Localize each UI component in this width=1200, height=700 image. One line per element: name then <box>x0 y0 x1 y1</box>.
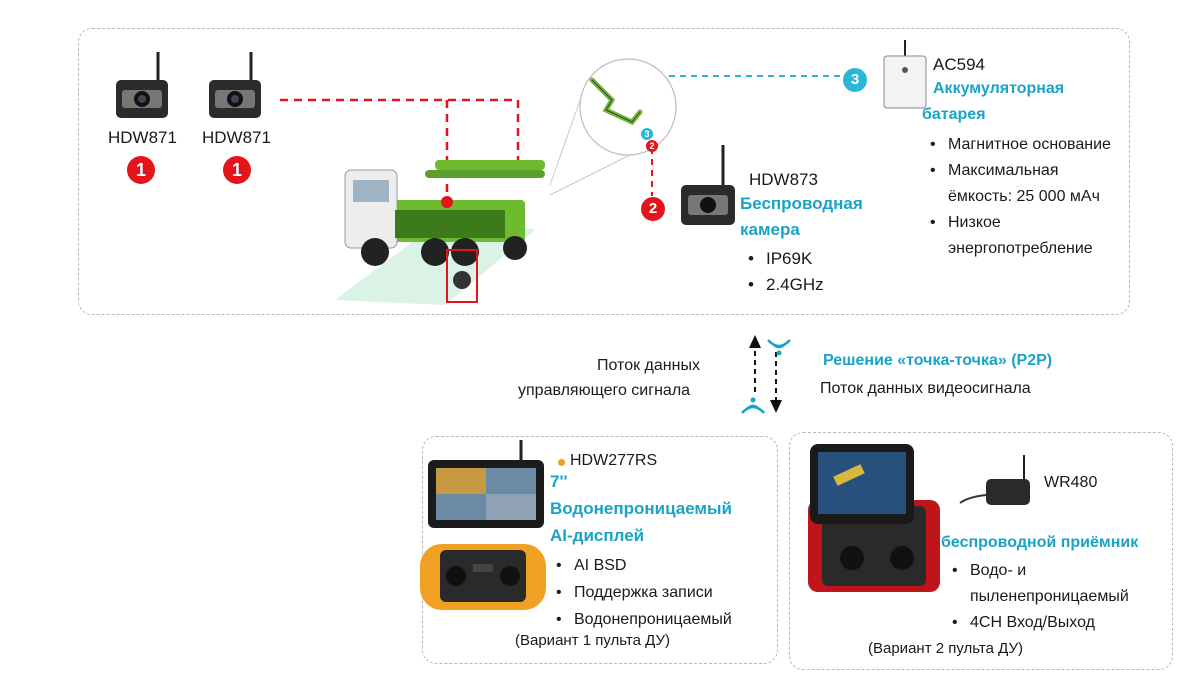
ac594-bullets: Магнитное основание Максимальная ёмкость… <box>930 132 1111 262</box>
hdw873-title-line1: Беспроводная <box>740 194 863 213</box>
wr480-bullet-2: пыленепроницаемый <box>970 588 1129 605</box>
badge-wireless-camera-2: 2 <box>641 197 665 221</box>
video-flow-line: Поток данных видеосигнала <box>820 380 1031 397</box>
system-diagram-panel <box>78 28 1130 315</box>
badge-zoom-3: 3 <box>641 128 653 140</box>
hdw873-bullet-2: 2.4GHz <box>748 272 824 298</box>
hdw871-camera-1 <box>112 52 172 122</box>
remote-option-1-caption: (Вариант 1 пульта ДУ) <box>515 632 670 649</box>
badge-zoom-2: 2 <box>646 140 658 152</box>
wr480-receiver-image <box>959 455 1030 505</box>
hdw277rs-model-label: HDW277RS <box>570 452 658 469</box>
hdw871-label-2: HDW871 <box>202 128 271 147</box>
ac594-battery-image <box>883 40 927 109</box>
remote-option-2-panel <box>789 432 1173 670</box>
wr480-bullets: Водо- и пыленепроницаемый 4CH Вход/Выход <box>952 558 1129 636</box>
hdw871-camera-2 <box>205 52 265 122</box>
hdw873-title-line2: камера <box>740 220 800 239</box>
remote-controller-2-image <box>808 444 940 592</box>
hdw277rs-title-line3: AI-дисплей <box>550 526 645 545</box>
badge-camera-1: 1 <box>127 156 155 184</box>
wifi-icon-top <box>767 339 791 356</box>
remote-controller-1-image <box>420 544 546 610</box>
hdw871-label-1: HDW871 <box>108 128 177 147</box>
hdw873-model-label: HDW873 <box>749 170 818 189</box>
remote-option-1-panel <box>422 436 778 664</box>
ac594-bullet-5: энергопотребление <box>948 240 1093 257</box>
badge-battery-3: 3 <box>843 68 867 92</box>
wifi-icon-bottom <box>741 397 765 414</box>
hdw873-bullet-1: IP69K <box>748 246 824 272</box>
ac594-bullet-4: Низкое <box>930 210 1111 236</box>
remote-option-2-caption: (Вариант 2 пульта ДУ) <box>868 640 1023 657</box>
hdw277rs-bullet-2: Поддержка записи <box>556 579 732 606</box>
ac594-title-line2: батарея <box>922 106 986 123</box>
control-flow-line2: управляющего сигнала <box>518 382 691 399</box>
ac594-bullet-1: Магнитное основание <box>930 132 1111 158</box>
wr480-bullet-3: 4CH Вход/Выход <box>952 610 1129 636</box>
wr480-bullet-1: Водо- и <box>952 558 1129 584</box>
hdw277rs-title-line1: 7'' <box>550 472 568 491</box>
ac594-title-line1: Аккумуляторная <box>933 80 1065 97</box>
concrete-pump-truck-image <box>335 160 545 305</box>
p2p-title: Решение «точка-точка» (P2P) <box>823 352 1053 369</box>
hdw873-camera-image <box>681 145 735 225</box>
ac594-bullet-2: Максимальная <box>930 158 1111 184</box>
ac594-model-label: AC594 <box>933 55 985 74</box>
control-flow-line1: Поток данных <box>597 357 700 374</box>
hdw277rs-bullet-3: Водонепроницаемый <box>556 606 732 633</box>
hdw277rs-title-line2: Водонепроницаемый <box>550 499 732 518</box>
hdw277rs-dot-icon <box>558 459 565 466</box>
hdw277rs-bullets: AI BSD Поддержка записи Водонепроницаемы… <box>556 552 732 633</box>
ac594-bullet-3: ёмкость: 25 000 мАч <box>948 188 1100 205</box>
hdw873-bullets: IP69K 2.4GHz <box>748 246 824 298</box>
wr480-title: беспроводной приёмник <box>941 534 1139 551</box>
badge-camera-2: 1 <box>223 156 251 184</box>
hdw277rs-bullet-1: AI BSD <box>556 552 732 579</box>
hdw277rs-display-image <box>428 440 544 528</box>
wr480-model-label: WR480 <box>1044 474 1098 491</box>
